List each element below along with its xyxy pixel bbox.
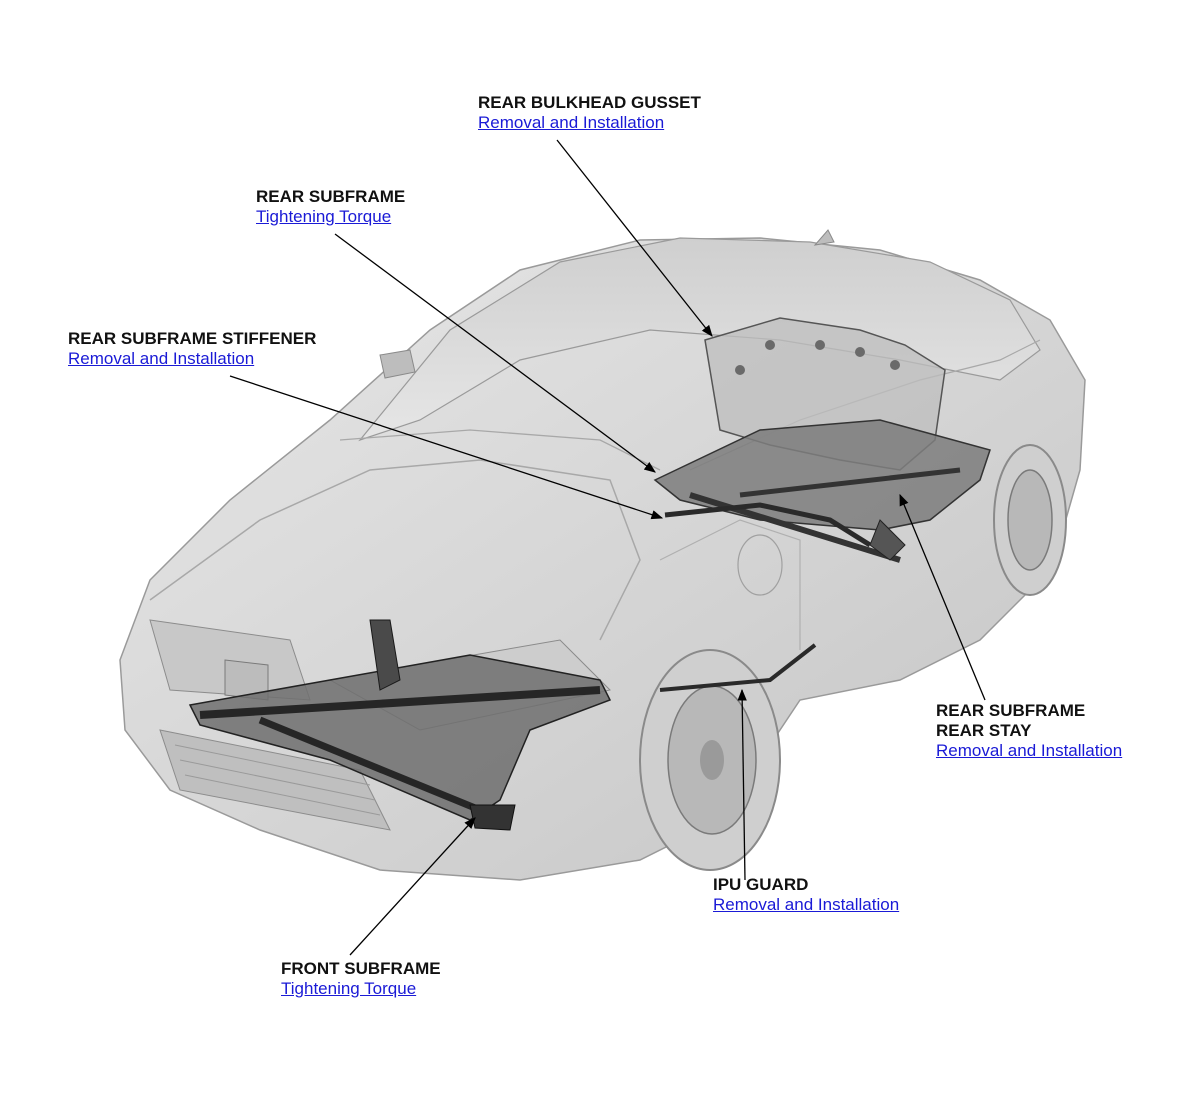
- car-body: [119, 229, 1086, 881]
- callout-front-subframe: FRONT SUBFRAME Tightening Torque: [281, 959, 441, 1000]
- ipu-guard-part: [659, 643, 817, 692]
- leader-lines: [229, 139, 986, 956]
- rear-subframe-rear-stay-removal-link[interactable]: Removal and Installation: [936, 741, 1123, 760]
- ipu-guard-title: IPU GUARD: [713, 875, 809, 894]
- rear-subframe-stiffener-removal-link[interactable]: Removal and Installation: [68, 349, 255, 368]
- rear-bulkhead-gusset-removal-link[interactable]: Removal and Installation: [478, 113, 665, 132]
- callout-rear-subframe-stiffener: REAR SUBFRAME STIFFENER Removal and Inst…: [68, 329, 316, 370]
- front-subframe-part: [188, 619, 612, 831]
- leader-rear-subframe-rear-stay: [899, 493, 986, 701]
- leader-front-subframe: [349, 817, 476, 956]
- rear-subframe-title: REAR SUBFRAME: [256, 187, 406, 206]
- rear-subframe-stiffener-title: REAR SUBFRAME STIFFENER: [68, 329, 317, 348]
- callout-rear-bulkhead-gusset: REAR BULKHEAD GUSSET Removal and Install…: [478, 93, 701, 134]
- rear-bulkhead-gusset-title: REAR BULKHEAD GUSSET: [478, 93, 701, 112]
- rear-subframe-rear-stay-title-line1: REAR SUBFRAME: [936, 701, 1086, 720]
- leader-rear-bulkhead-gusset: [556, 139, 713, 337]
- rear-subframe-stiffener-part: [664, 502, 872, 548]
- leader-rear-subframe-stiffener: [229, 375, 664, 520]
- callout-ipu-guard: IPU GUARD Removal and Installation: [713, 875, 899, 916]
- leader-rear-subframe: [334, 233, 656, 473]
- callout-rear-subframe: REAR SUBFRAME Tightening Torque: [256, 187, 405, 228]
- front-subframe-torque-link[interactable]: Tightening Torque: [281, 979, 417, 998]
- leader-ipu-guard: [737, 688, 747, 881]
- rear-subframe-rear-stay-title-line2: REAR STAY: [936, 721, 1032, 740]
- rear-subframe-torque-link[interactable]: Tightening Torque: [256, 207, 392, 226]
- ipu-guard-removal-link[interactable]: Removal and Installation: [713, 895, 900, 914]
- front-subframe-title: FRONT SUBFRAME: [281, 959, 441, 978]
- callout-rear-subframe-rear-stay: REAR SUBFRAME REAR STAY Removal and Inst…: [936, 701, 1122, 762]
